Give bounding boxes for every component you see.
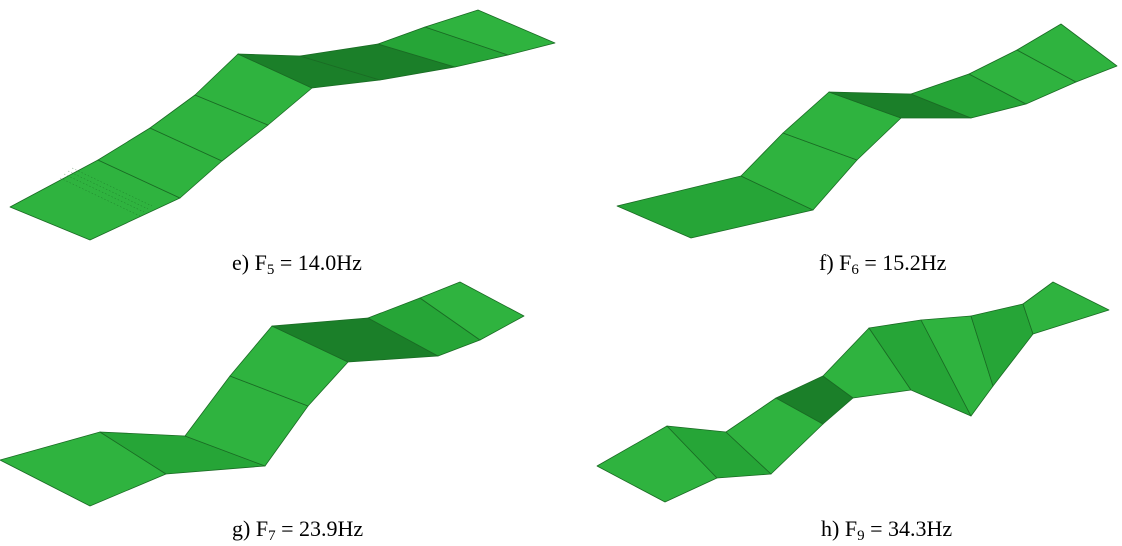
mode-shape-g-figure — [0, 281, 525, 507]
caption-g: g) F7 = 23.9Hz — [232, 516, 364, 544]
mode-shape-e-strip — [424, 9, 556, 56]
mode-shape-e-figure — [9, 9, 556, 241]
caption-e: e) F5 = 14.0Hz — [232, 250, 362, 278]
mode-shape-f-strip — [1016, 23, 1118, 83]
mode-shape-f-figure — [616, 23, 1118, 239]
mode-shape-e-hatch — [59, 167, 153, 217]
mode-shape-panel-f: f) F6 = 15.2Hz — [561, 0, 1122, 278]
mode-shape-g-strip — [419, 281, 525, 341]
mode-shape-panel-e: e) F5 = 14.0Hz — [0, 0, 561, 278]
mode-shape-panel-g: g) F7 = 23.9Hz — [0, 276, 561, 544]
caption-h: h) F9 = 34.3Hz — [821, 516, 953, 544]
mode-shape-h-figure — [596, 281, 1110, 503]
mode-shape-panel-h: h) F9 = 34.3Hz — [561, 276, 1122, 544]
caption-f: f) F6 = 15.2Hz — [819, 250, 947, 278]
mode-shape-h-strip — [1022, 281, 1110, 335]
